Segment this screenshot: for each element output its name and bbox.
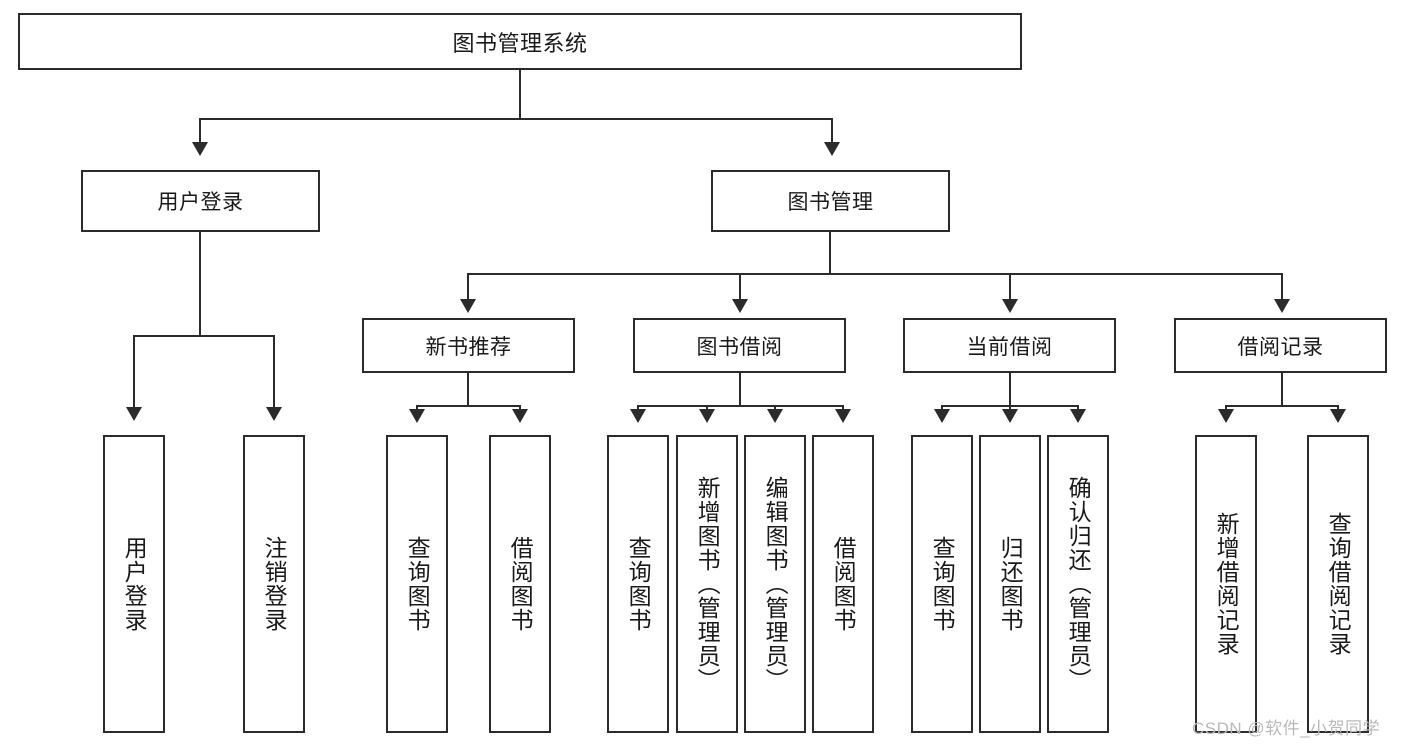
edge-root-to-book-mgmt	[831, 118, 833, 146]
edge-book-mgmt-to-new-book	[467, 273, 469, 303]
node-label: 查询借阅记录	[1325, 512, 1352, 656]
leaf-user-login-signout[interactable]: 注销登录	[243, 435, 305, 733]
leaf-book-borrow-add[interactable]: 新增图书（管理员）	[676, 435, 738, 733]
edge-current-borrow-to-leaf-3	[1077, 405, 1079, 411]
edge-user-login-to-leaf-1	[133, 335, 135, 411]
leaf-book-borrow-query[interactable]: 查询图书	[607, 435, 669, 733]
node-label: 图书管理系统	[452, 30, 588, 56]
arrow-current-borrow-to-leaf-3	[1070, 409, 1086, 423]
node-root-system[interactable]: 图书管理系统	[18, 13, 1022, 70]
arrow-book-mgmt-to-new-book	[460, 299, 476, 313]
node-label: 用户登录	[121, 536, 148, 632]
edge-book-mgmt-stem	[829, 232, 831, 274]
node-label: 借阅图书	[830, 536, 857, 632]
edge-root-to-user-login	[199, 118, 201, 146]
edge-book-mgmt-to-current	[1009, 273, 1011, 303]
edge-book-borrow-to-leaf-4	[842, 405, 844, 411]
leaf-current-borrow-query[interactable]: 查询图书	[911, 435, 973, 733]
arrow-book-borrow-to-leaf-1	[630, 409, 646, 423]
arrow-current-borrow-to-leaf-2	[1002, 409, 1018, 423]
node-borrow-record[interactable]: 借阅记录	[1174, 318, 1387, 373]
edge-user-login-stem	[199, 232, 201, 336]
node-current-borrow[interactable]: 当前借阅	[903, 318, 1116, 373]
edge-book-borrow-to-leaf-2	[706, 405, 708, 411]
node-label: 用户登录	[157, 191, 244, 214]
edge-new-book-bus	[416, 405, 520, 407]
arrow-root-to-book-mgmt	[824, 142, 840, 156]
edge-user-login-bus	[133, 335, 275, 337]
arrow-root-to-user-login	[192, 142, 208, 156]
edge-book-mgmt-to-record	[1281, 273, 1283, 303]
node-label: 新增借阅记录	[1213, 512, 1240, 656]
node-new-book-recommend[interactable]: 新书推荐	[362, 318, 575, 373]
node-label: 查询图书	[929, 536, 956, 632]
edge-book-mgmt-to-borrow	[739, 273, 741, 303]
node-label: 当前借阅	[966, 335, 1053, 359]
edge-borrow-record-to-leaf-2	[1337, 405, 1339, 411]
edge-book-borrow-to-leaf-3	[774, 405, 776, 411]
arrow-user-login-to-leaf-1	[126, 407, 142, 421]
edge-book-borrow-to-leaf-1	[637, 405, 639, 411]
leaf-borrow-record-add[interactable]: 新增借阅记录	[1195, 435, 1257, 733]
arrow-book-mgmt-to-borrow	[732, 299, 748, 313]
leaf-new-book-query[interactable]: 查询图书	[386, 435, 448, 733]
edge-borrow-record-stem	[1281, 373, 1283, 406]
node-label: 新增图书（管理员）	[694, 476, 721, 692]
arrow-borrow-record-to-leaf-1	[1218, 409, 1234, 423]
edge-new-book-stem	[467, 373, 469, 406]
arrow-book-mgmt-to-record	[1274, 299, 1290, 313]
edge-book-borrow-stem	[739, 373, 741, 406]
arrow-book-mgmt-to-current	[1002, 299, 1018, 313]
node-label: 注销登录	[261, 536, 288, 632]
node-label: 新书推荐	[425, 335, 512, 359]
arrow-user-login-to-leaf-2	[266, 407, 282, 421]
node-label: 借阅图书	[507, 536, 534, 632]
edge-book-mgmt-bus	[467, 273, 1283, 275]
node-label: 归还图书	[997, 536, 1024, 632]
arrow-current-borrow-to-leaf-1	[934, 409, 950, 423]
edge-current-borrow-to-leaf-1	[941, 405, 943, 411]
arrow-new-book-to-leaf-1	[409, 409, 425, 423]
node-label: 编辑图书（管理员）	[762, 476, 789, 692]
edge-user-login-to-leaf-2	[273, 335, 275, 411]
arrow-book-borrow-to-leaf-4	[835, 409, 851, 423]
leaf-new-book-borrow[interactable]: 借阅图书	[489, 435, 551, 733]
node-label: 图书管理	[787, 191, 874, 214]
arrow-new-book-to-leaf-2	[512, 409, 528, 423]
edge-root-stem	[519, 70, 521, 119]
node-label: 查询图书	[404, 536, 431, 632]
leaf-user-login-signin[interactable]: 用户登录	[103, 435, 165, 733]
node-label: 查询图书	[625, 536, 652, 632]
node-label: 借阅记录	[1237, 335, 1324, 359]
edge-new-book-to-leaf-1	[416, 405, 418, 411]
leaf-book-borrow-edit[interactable]: 编辑图书（管理员）	[744, 435, 806, 733]
leaf-borrow-record-query[interactable]: 查询借阅记录	[1307, 435, 1369, 733]
arrow-book-borrow-to-leaf-3	[767, 409, 783, 423]
arrow-book-borrow-to-leaf-2	[699, 409, 715, 423]
edge-root-bus	[199, 118, 833, 120]
leaf-current-borrow-confirm-return[interactable]: 确认归还（管理员）	[1047, 435, 1109, 733]
edge-borrow-record-bus	[1225, 405, 1339, 407]
node-book-borrow[interactable]: 图书借阅	[633, 318, 846, 373]
edge-book-borrow-bus	[637, 405, 844, 407]
leaf-current-borrow-return[interactable]: 归还图书	[979, 435, 1041, 733]
arrow-borrow-record-to-leaf-2	[1330, 409, 1346, 423]
node-book-management[interactable]: 图书管理	[711, 170, 950, 232]
node-user-login[interactable]: 用户登录	[81, 170, 320, 232]
csdn-watermark: CSDN @软件_小贺同学	[1192, 719, 1381, 738]
node-label: 确认归还（管理员）	[1065, 476, 1092, 692]
edge-current-borrow-stem	[1009, 373, 1011, 406]
edge-new-book-to-leaf-2	[519, 405, 521, 411]
edge-current-borrow-to-leaf-2	[1009, 405, 1011, 411]
leaf-book-borrow-borrow[interactable]: 借阅图书	[812, 435, 874, 733]
node-label: 图书借阅	[696, 335, 783, 359]
edge-borrow-record-to-leaf-1	[1225, 405, 1227, 411]
